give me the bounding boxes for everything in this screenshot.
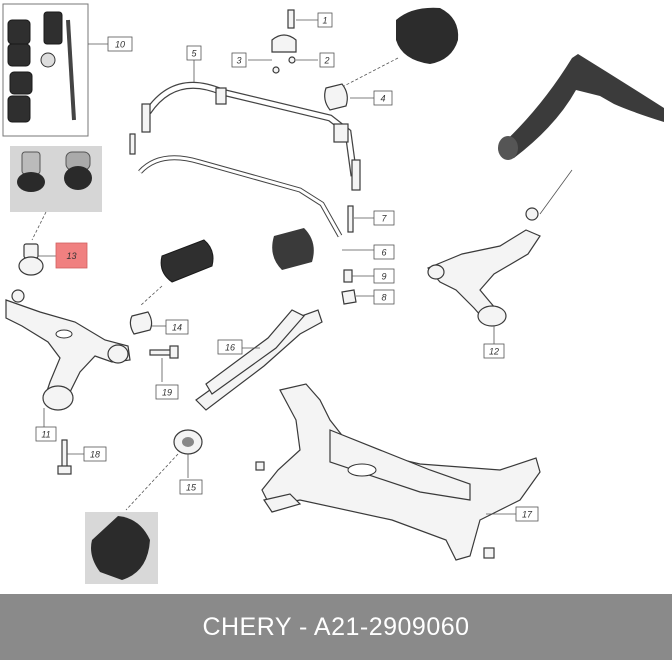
lower-control-arm-left <box>5 289 131 430</box>
mount-bushing <box>272 205 374 305</box>
callout-label: 3 <box>236 56 241 66</box>
callout-label: 13 <box>66 251 76 261</box>
stabilizer-bar <box>129 60 361 238</box>
callout-12: 12 <box>483 343 505 359</box>
callout-label: 19 <box>162 388 172 398</box>
callout-label: 1 <box>322 16 327 26</box>
callout-label: 10 <box>115 40 125 50</box>
callout-16: 16 <box>217 339 243 355</box>
bushing-15 <box>85 429 203 584</box>
callout-label: 17 <box>522 510 533 520</box>
callout-label: 4 <box>380 94 385 104</box>
ball-joint-photo <box>10 146 102 241</box>
callout-label: 12 <box>489 347 499 357</box>
callout-8: 8 <box>373 289 395 305</box>
control-arm-photo-right <box>498 54 664 215</box>
callout-3: 3 <box>231 52 247 68</box>
lower-control-arm-right <box>427 207 541 344</box>
callout-label: 15 <box>186 483 197 493</box>
callout-label: 5 <box>191 49 197 59</box>
callout-label: 6 <box>381 248 386 258</box>
callout-15: 15 <box>179 479 203 495</box>
callout-label: 18 <box>90 450 100 460</box>
callout-9: 9 <box>373 268 395 284</box>
callout-label: 8 <box>381 293 386 303</box>
callout-14: 14 <box>165 319 189 335</box>
bushing-14 <box>129 239 214 335</box>
callout-7: 7 <box>373 210 395 226</box>
bolt-18 <box>57 439 84 475</box>
ball-joint-13 <box>18 243 56 276</box>
callout-11: 11 <box>35 426 57 442</box>
callout-13: 13 <box>55 242 88 269</box>
callout-label: 7 <box>381 214 387 224</box>
callout-label: 9 <box>381 272 386 282</box>
callout-4: 4 <box>373 90 393 106</box>
callout-10: 10 <box>107 36 133 52</box>
subframe-17 <box>255 383 541 561</box>
callout-18: 18 <box>83 446 107 462</box>
bushing-4 <box>324 7 459 111</box>
bracket-16 <box>195 309 323 411</box>
inset-frame-10 <box>2 3 108 137</box>
callout-label: 16 <box>225 343 235 353</box>
callout-label: 2 <box>323 56 329 66</box>
callout-19: 19 <box>155 384 179 400</box>
callout-5: 5 <box>186 45 202 61</box>
callout-1: 1 <box>317 12 333 28</box>
callout-2: 2 <box>319 52 335 68</box>
callout-6: 6 <box>373 244 395 260</box>
callout-17: 17 <box>515 506 539 522</box>
footer-bar: CHERY - A21-2909060 <box>0 594 672 660</box>
part-number-title: CHERY - A21-2909060 <box>202 612 470 641</box>
callout-label: 11 <box>41 430 50 440</box>
bolt-19 <box>149 345 179 382</box>
callout-label: 14 <box>172 323 182 333</box>
clamp-assembly <box>248 9 318 74</box>
